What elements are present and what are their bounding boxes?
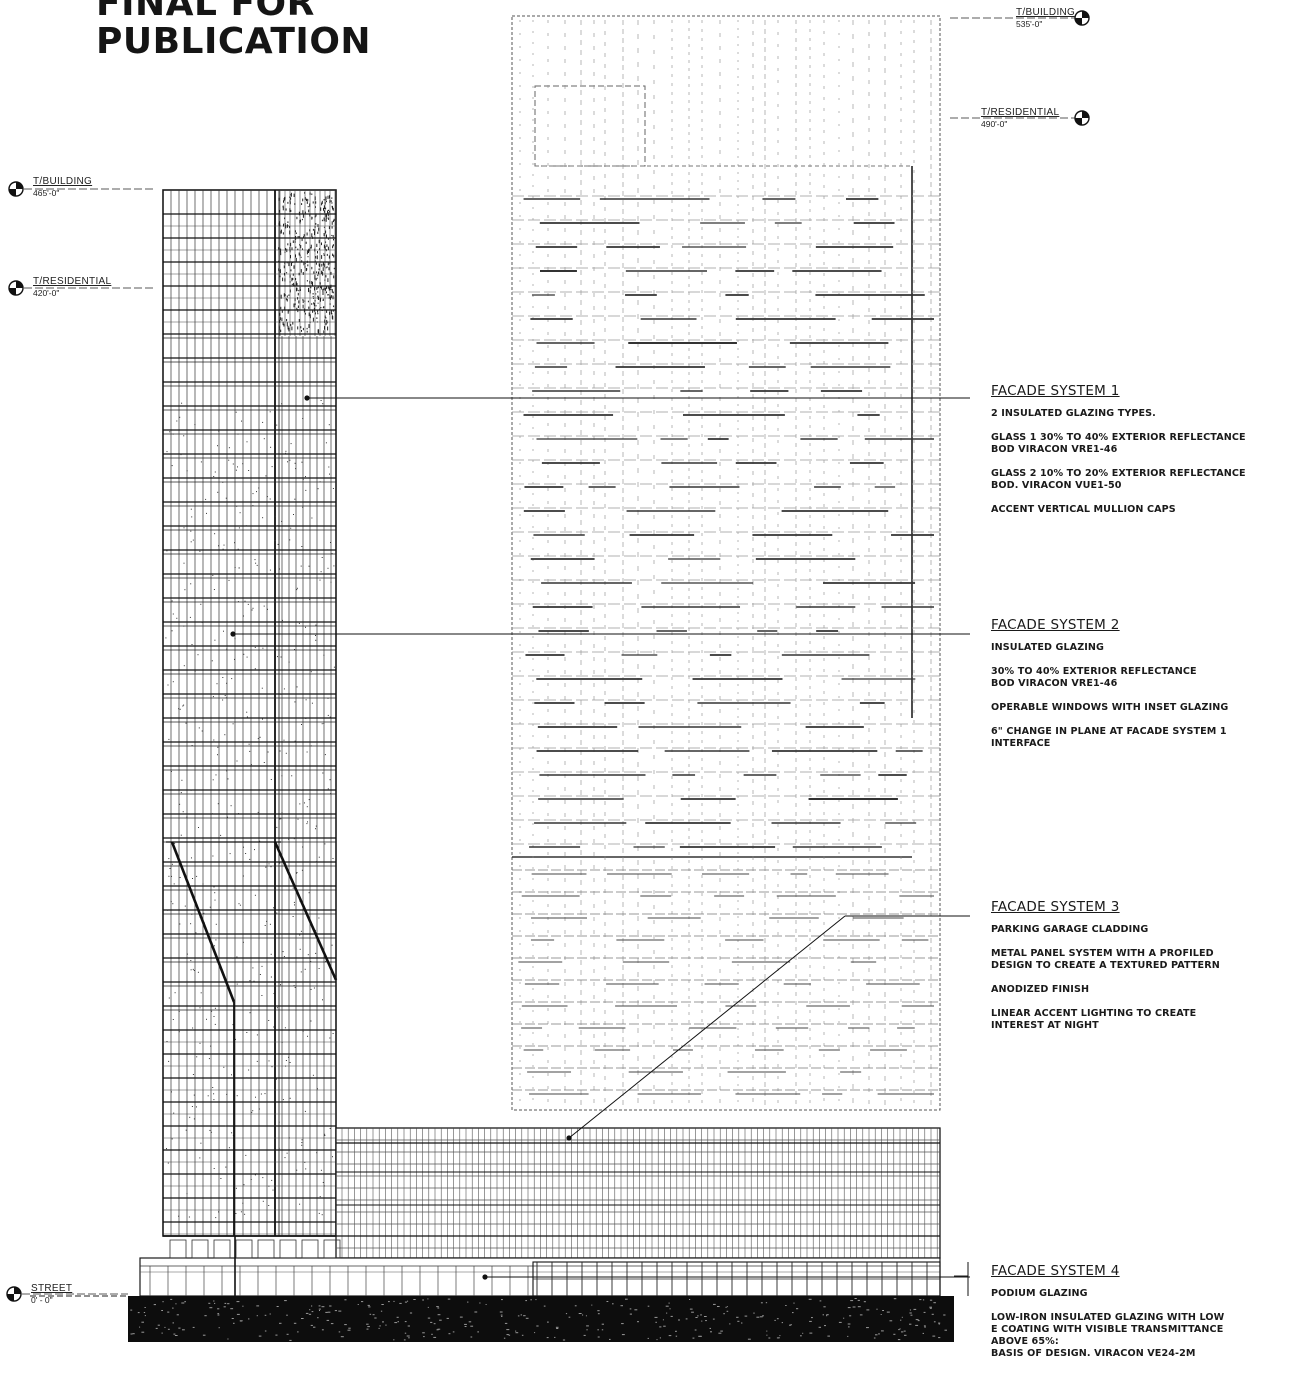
note-line: INSULATED GLAZING xyxy=(991,642,1105,653)
level-name: T/BUILDING xyxy=(1016,7,1076,18)
facade-system-3-notes: FACADE SYSTEM 3 PARKING GARAGE CLADDING … xyxy=(991,899,1291,1044)
note-line: OPERABLE WINDOWS WITH INSET GLAZING xyxy=(991,702,1229,713)
level-name: STREET xyxy=(31,1283,73,1294)
facade-system-heading: FACADE SYSTEM 4 xyxy=(991,1263,1120,1279)
note-line: METAL PANEL SYSTEM WITH A PROFILED xyxy=(991,948,1214,959)
facade-system-heading: FACADE SYSTEM 2 xyxy=(991,617,1120,633)
level-elevation: 420'-0" xyxy=(33,288,60,298)
leader-facade-system-4-dot xyxy=(482,1274,488,1280)
note: ACCENT VERTICAL MULLION CAPS xyxy=(991,504,1291,516)
podium-outline xyxy=(335,1127,941,1259)
tower-b-outline xyxy=(511,15,941,1111)
note-line: DESIGN TO CREATE A TEXTURED PATTERN xyxy=(991,960,1220,971)
leader-facade-system-1-dot xyxy=(304,395,310,401)
note: 2 INSULATED GLAZING TYPES. xyxy=(991,408,1291,420)
note-line: BOD VIRACON VRE1-46 xyxy=(991,444,1118,455)
note-line: LOW-IRON INSULATED GLAZING WITH LOW xyxy=(991,1312,1225,1323)
level-marker-tower-a-residential xyxy=(8,280,24,296)
ground-section xyxy=(30,1275,968,1342)
note-line: INTERFACE xyxy=(991,738,1051,749)
level-label-tower-b-residential: T/RESIDENTIAL 490'-0" xyxy=(981,107,1059,129)
tower-b-elevation xyxy=(511,15,941,1111)
level-elevation: 0' - 0" xyxy=(31,1295,53,1305)
note-line: ABOVE 65%: xyxy=(991,1336,1059,1347)
ground-poche xyxy=(128,1296,954,1342)
level-name: T/BUILDING xyxy=(33,176,93,187)
level-marker-street xyxy=(6,1286,22,1302)
level-label-street: STREET 0' - 0" xyxy=(31,1283,72,1305)
note-line: GLASS 1 30% TO 40% EXTERIOR REFLECTANCE xyxy=(991,432,1246,443)
tower-a-outline xyxy=(162,189,337,1237)
level-elevation: 465'-0" xyxy=(33,188,60,198)
note-line: E COATING WITH VISIBLE TRANSMITTANCE xyxy=(991,1324,1224,1335)
facade-system-heading: FACADE SYSTEM 1 xyxy=(991,383,1120,399)
note: INSULATED GLAZING xyxy=(991,642,1291,654)
level-marker-tower-b-building xyxy=(1074,10,1090,26)
note-line: BASIS OF DESIGN. VIRACON VE24-2M xyxy=(991,1348,1196,1359)
title-line-2: PUBLICATION xyxy=(96,21,372,62)
leader-facade-system-3 xyxy=(568,915,846,1139)
note-line: LINEAR ACCENT LIGHTING TO CREATE xyxy=(991,1008,1197,1019)
note: ANODIZED FINISH xyxy=(991,984,1291,996)
tower-a-elevation xyxy=(162,189,338,1237)
tower-b-crown-frame xyxy=(534,85,646,167)
leader-facade-system-2-dot xyxy=(230,631,236,637)
facade-system-4-notes: FACADE SYSTEM 4 PODIUM GLAZING LOW-IRON … xyxy=(991,1263,1291,1372)
note-line: GLASS 2 10% TO 20% EXTERIOR REFLECTANCE xyxy=(991,468,1246,479)
level-name: T/RESIDENTIAL xyxy=(33,276,112,287)
leader-facade-system-3-dot xyxy=(566,1135,572,1141)
note-line: PARKING GARAGE CLADDING xyxy=(991,924,1149,935)
level-elevation: 535'-0" xyxy=(1016,19,1043,29)
note-line: PODIUM GLAZING xyxy=(991,1288,1088,1299)
title-line-1: FINAL FOR xyxy=(96,0,315,24)
level-label-tower-a-building: T/BUILDING 465'-0" xyxy=(33,176,92,198)
note: OPERABLE WINDOWS WITH INSET GLAZING xyxy=(991,702,1291,714)
level-markers xyxy=(6,10,1090,1302)
note: PODIUM GLAZING xyxy=(991,1288,1291,1300)
note-line: 30% TO 40% EXTERIOR REFLECTANCE xyxy=(991,666,1197,677)
facade-system-2-notes: FACADE SYSTEM 2 INSULATED GLAZING 30% TO… xyxy=(991,617,1291,762)
level-marker-tower-a-building xyxy=(8,181,24,197)
leader-lines xyxy=(230,395,970,1296)
level-marker-tower-b-residential xyxy=(1074,110,1090,126)
note: PARKING GARAGE CLADDING xyxy=(991,924,1291,936)
note-line: 6" CHANGE IN PLANE AT FACADE SYSTEM 1 xyxy=(991,726,1227,737)
facade-system-1-notes: FACADE SYSTEM 1 2 INSULATED GLAZING TYPE… xyxy=(991,383,1291,528)
note-line: INTEREST AT NIGHT xyxy=(991,1020,1099,1031)
level-name: T/RESIDENTIAL xyxy=(981,107,1060,118)
level-label-tower-b-building: T/BUILDING 535'-0" xyxy=(1016,7,1075,29)
note-line: BOD VIRACON VRE1-46 xyxy=(991,678,1118,689)
note-line: ANODIZED FINISH xyxy=(991,984,1090,995)
note-line: BOD. VIRACON VUE1-50 xyxy=(991,480,1122,491)
level-elevation: 490'-0" xyxy=(981,119,1008,129)
facade-system-heading: FACADE SYSTEM 3 xyxy=(991,899,1120,915)
note-line: 2 INSULATED GLAZING TYPES. xyxy=(991,408,1156,419)
level-label-tower-a-residential: T/RESIDENTIAL 420'-0" xyxy=(33,276,111,298)
note-line: ACCENT VERTICAL MULLION CAPS xyxy=(991,504,1176,515)
